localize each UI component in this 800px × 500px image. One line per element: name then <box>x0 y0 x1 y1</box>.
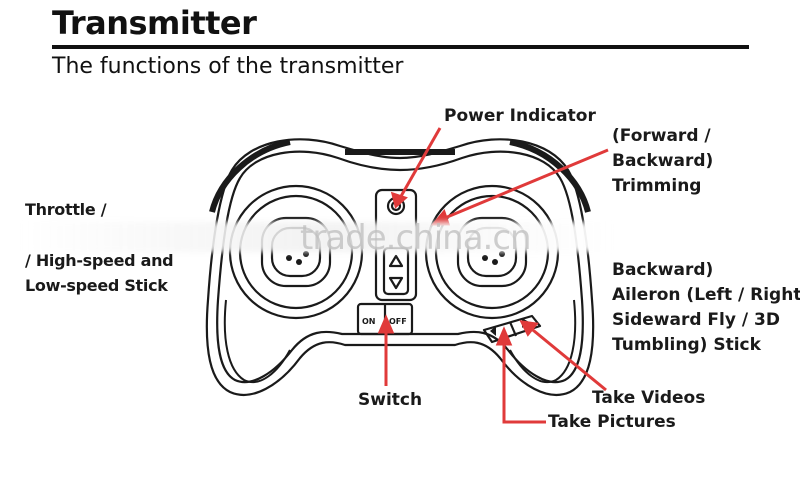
left-shoulder-button <box>209 139 291 213</box>
aileron-label: Backward) Aileron (Left / Right Sideward… <box>612 260 800 355</box>
right-stick <box>456 216 528 288</box>
switch-on-label: ON <box>362 317 376 326</box>
left-stick <box>260 216 332 288</box>
media-rocker <box>482 314 542 344</box>
controller-outline <box>205 138 595 396</box>
throttle-label: Throttle / <box>25 200 107 219</box>
right-stick-base <box>424 184 560 320</box>
take-pictures-pointer <box>502 336 546 424</box>
page-subtitle: The functions of the transmitter <box>52 54 404 79</box>
left-stick-ring <box>238 194 354 310</box>
trimming-label: (Forward / Backward) Trimming <box>612 126 714 196</box>
right-stick-ring <box>434 194 550 310</box>
watermark: trade.china.cn <box>300 218 532 258</box>
trimming-pointer <box>439 148 609 222</box>
left-stick-base <box>228 184 364 320</box>
switch-label: Switch <box>358 390 423 410</box>
title-rule <box>52 45 749 49</box>
trim-down-icon <box>388 276 404 290</box>
switch-off-label: OFF <box>389 317 407 326</box>
power-indicator-label: Power Indicator <box>444 106 596 126</box>
take-videos-pointer <box>527 324 607 392</box>
right-grip <box>509 299 577 383</box>
left-grip <box>223 299 291 383</box>
trim-up-icon <box>388 254 404 268</box>
left-arrow-icon <box>490 326 496 336</box>
controller-inner-outline <box>216 150 584 384</box>
speed-stick-label: / High-speed and Low-speed Stick <box>25 251 174 295</box>
power-indicator-pointer <box>398 127 442 199</box>
obscured-label-band <box>22 222 612 252</box>
take-videos-label: Take Videos <box>592 388 706 408</box>
page-title: Transmitter <box>52 4 257 42</box>
take-pictures-label: Take Pictures <box>548 412 676 432</box>
